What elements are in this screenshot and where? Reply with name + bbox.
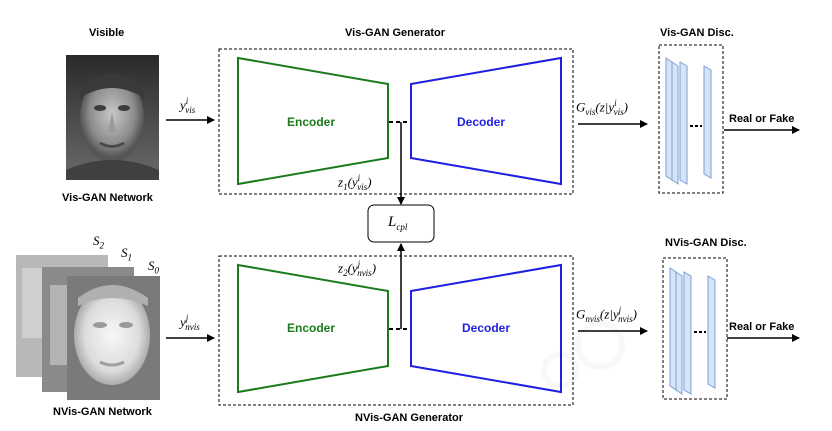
vis-encoder-shape bbox=[237, 56, 389, 186]
nvis-encoder-label: Encoder bbox=[287, 321, 336, 335]
nvis-disc-box bbox=[662, 257, 728, 400]
g-vis-output-label: Gvis(z|yivis) bbox=[576, 98, 628, 117]
vis-disc-box bbox=[658, 44, 724, 194]
nvis-decoder-label: Decoder bbox=[462, 321, 511, 335]
lcpl-box bbox=[367, 204, 435, 243]
s0-label: S0 bbox=[148, 258, 159, 276]
vis-decoder-label: Decoder bbox=[457, 115, 506, 129]
nvis-decoder-shape bbox=[410, 263, 562, 394]
nvis-image-stack bbox=[16, 255, 160, 400]
g-nvis-output-label: Gnvis(z|yjnvis) bbox=[576, 305, 637, 324]
s2-label: S2 bbox=[93, 233, 104, 251]
nvis-disc-layers bbox=[669, 267, 716, 395]
y-nvis-input: yjnvis bbox=[180, 313, 200, 332]
vis-disc-title: Vis-GAN Disc. bbox=[660, 27, 734, 39]
vis-encoder-label: Encoder bbox=[287, 115, 336, 129]
lcpl-label: Lcpl bbox=[388, 214, 408, 232]
y-vis-input: yivis bbox=[180, 96, 196, 115]
nvis-network-label: NVis-GAN Network bbox=[53, 406, 152, 418]
nvis-real-fake-label: Real or Fake bbox=[729, 321, 795, 333]
watermark bbox=[541, 320, 625, 389]
vis-real-fake-label: Real or Fake bbox=[729, 113, 795, 125]
vis-network-label: Vis-GAN Network bbox=[62, 192, 153, 204]
s1-label: S1 bbox=[121, 245, 132, 263]
vis-generator-box bbox=[218, 48, 574, 195]
vis-disc-layers bbox=[665, 57, 712, 185]
vis-decoder-shape bbox=[410, 56, 562, 186]
visible-face-image bbox=[66, 55, 159, 180]
visible-label: Visible bbox=[89, 27, 125, 39]
nvis-encoder-shape bbox=[237, 263, 389, 394]
nvis-disc-title: NVis-GAN Disc. bbox=[665, 237, 747, 249]
nvis-generator-box bbox=[218, 255, 574, 406]
nvis-generator-title: NVis-GAN Generator bbox=[355, 412, 463, 424]
z2-label: z2(yjnvis) bbox=[338, 259, 377, 278]
vis-generator-title: Vis-GAN Generator bbox=[345, 27, 446, 39]
z1-label: z1(yivis) bbox=[338, 173, 372, 192]
